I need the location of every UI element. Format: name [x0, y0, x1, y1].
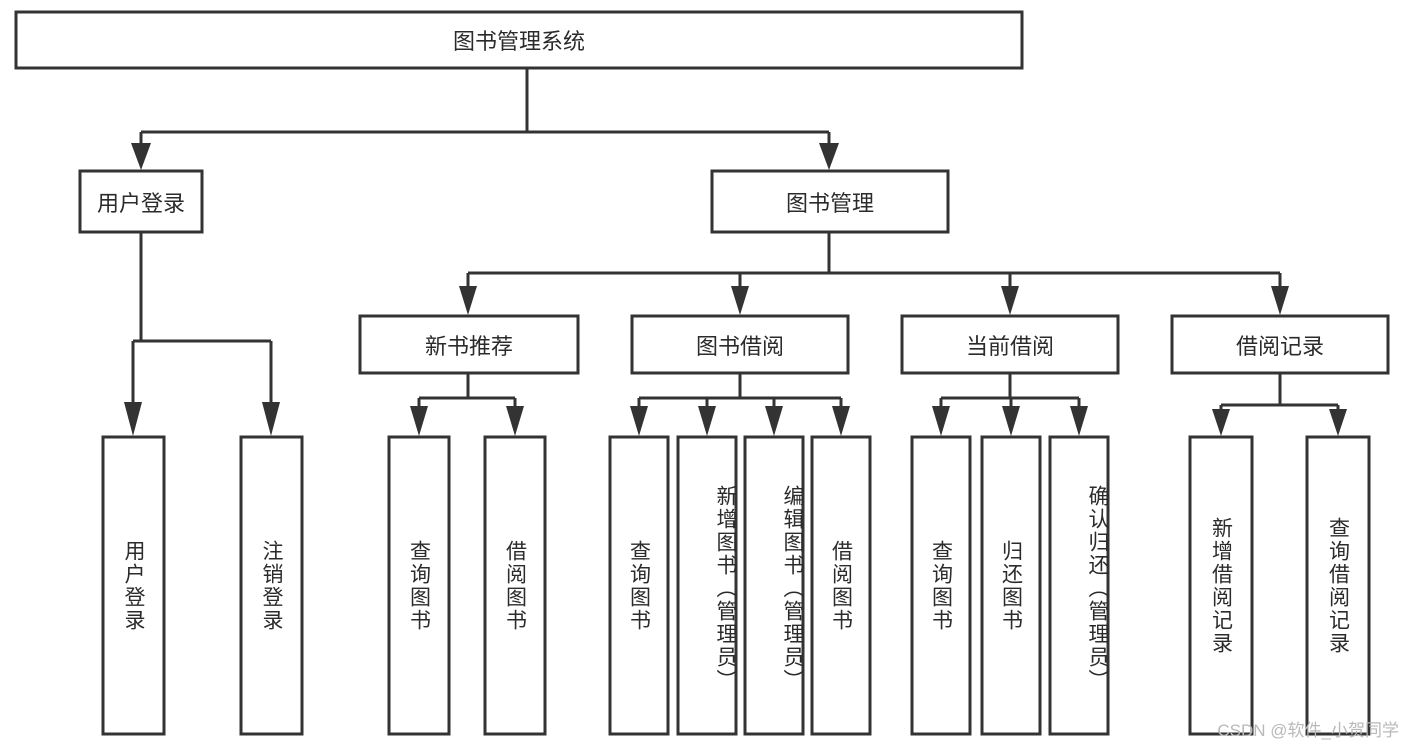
- node-rect-leaf-current-borrow-2[interactable]: [1048, 435, 1110, 736]
- node-rect-borrow-record[interactable]: [1170, 314, 1390, 375]
- node-rect-leaf-user-login-0[interactable]: [101, 435, 166, 736]
- node-rect-leaf-borrow-record-1[interactable]: [1305, 435, 1371, 736]
- arrow-head-leaf-current-borrow-2: [1070, 406, 1088, 436]
- node-rect-leaf-book-borrow-1[interactable]: [676, 435, 738, 736]
- node-rect-current-borrow[interactable]: [900, 314, 1120, 375]
- node-rect-leaf-new-book-0[interactable]: [387, 435, 451, 736]
- arrow-head-leaf-new-book-0: [410, 406, 428, 436]
- arrow-head-leaf-current-borrow-1: [1002, 406, 1020, 436]
- arrow-head-leaf-book-borrow-1: [698, 406, 716, 436]
- arrow-head-book-management: [819, 143, 839, 170]
- arrow-head-leaf-book-borrow-0: [630, 406, 648, 436]
- arrow-head-borrow-record: [1271, 286, 1289, 315]
- node-rect-leaf-new-book-1[interactable]: [483, 435, 547, 736]
- node-rect-leaf-current-borrow-0[interactable]: [910, 435, 972, 736]
- arrow-head-current-borrow: [1001, 286, 1019, 315]
- node-rect-leaf-current-borrow-1[interactable]: [980, 435, 1042, 736]
- node-rect-leaf-book-borrow-0[interactable]: [608, 435, 670, 736]
- node-rect-root[interactable]: [14, 10, 1024, 70]
- node-rect-new-book-recommend[interactable]: [358, 314, 580, 375]
- arrow-head-new-book-recommend: [459, 286, 477, 315]
- arrow-head-leaf-borrow-record-0: [1212, 409, 1230, 436]
- arrow-head-book-borrow: [731, 286, 749, 315]
- node-rect-leaf-book-borrow-2[interactable]: [743, 435, 805, 736]
- arrow-head-leaf-book-borrow-2: [765, 406, 783, 436]
- node-rect-book-management[interactable]: [710, 169, 950, 234]
- arrow-head-leaf-user-login-1: [262, 402, 280, 436]
- arrow-head-leaf-current-borrow-0: [932, 406, 950, 436]
- node-rect-user-login[interactable]: [78, 169, 204, 234]
- arrow-head-user-login: [131, 143, 151, 170]
- node-rect-leaf-user-login-1[interactable]: [239, 435, 304, 736]
- node-rect-leaf-borrow-record-0[interactable]: [1188, 435, 1254, 736]
- node-rect-book-borrow[interactable]: [630, 314, 850, 375]
- arrow-head-leaf-borrow-record-1: [1329, 409, 1347, 436]
- arrow-head-leaf-new-book-1: [506, 406, 524, 436]
- arrow-head-leaf-book-borrow-3: [832, 406, 850, 436]
- node-rect-leaf-book-borrow-3[interactable]: [810, 435, 872, 736]
- arrow-head-leaf-user-login-0: [124, 402, 142, 436]
